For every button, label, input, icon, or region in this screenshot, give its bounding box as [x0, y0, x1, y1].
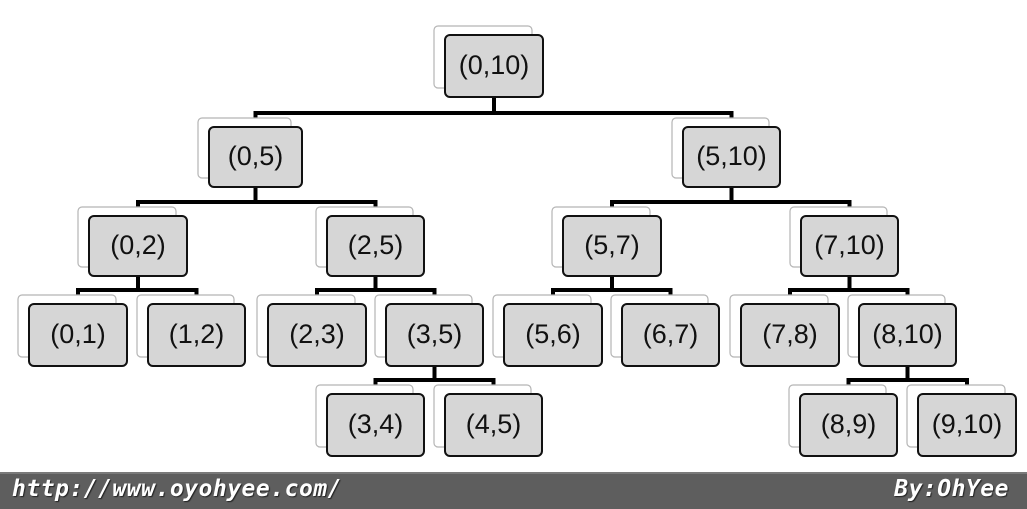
node-box: [28, 303, 128, 367]
node-label: (0,5): [228, 141, 284, 171]
node-box: [326, 215, 425, 277]
tree-node: (9,10): [906, 384, 1017, 457]
node-box: [444, 393, 543, 457]
tree-node: (6,7): [610, 294, 720, 367]
node-box: [503, 303, 603, 367]
tree-node: (8,10): [847, 294, 957, 367]
tree-node: (3,5): [374, 294, 484, 367]
node-label: (7,10): [814, 230, 885, 260]
footer-author: By:OhYee: [894, 476, 1009, 502]
node-label: (2,3): [289, 319, 345, 349]
tree-node: (1,2): [136, 294, 246, 367]
node-label: (1,2): [169, 319, 225, 349]
node-label: (8,10): [872, 319, 943, 349]
node-box: [326, 393, 425, 457]
node-label: (5,7): [584, 230, 640, 260]
tree-node: (0,2): [77, 206, 188, 277]
connector-n0-10: [253, 97, 734, 131]
node-box: [385, 303, 484, 367]
node-box: [682, 126, 781, 188]
node-label: (5,10): [696, 141, 767, 171]
node-label: (2,5): [348, 230, 404, 260]
tree-node: (0,5): [197, 117, 303, 188]
tree-node: (0,1): [17, 294, 128, 367]
node-box: [858, 303, 957, 367]
node-box: [621, 303, 720, 367]
node-label: (6,7): [643, 319, 699, 349]
node-label: (7,8): [762, 319, 818, 349]
node-label: (4,5): [466, 409, 522, 439]
node-box: [799, 393, 898, 457]
tree-node: (5,7): [551, 206, 662, 277]
footer-url[interactable]: http://www.oyohyee.com/: [12, 476, 342, 502]
tree-node: (0,10): [433, 25, 544, 98]
node-box: [88, 215, 188, 277]
tree-node: (3,4): [315, 384, 425, 457]
tree-node: (2,3): [256, 294, 367, 367]
node-label: (5,6): [525, 319, 581, 349]
node-box: [562, 215, 662, 277]
node-box: [740, 303, 840, 367]
node-label: (0,2): [110, 230, 166, 260]
node-box: [917, 393, 1017, 457]
tree-node: (7,10): [789, 206, 899, 277]
node-box: [267, 303, 367, 367]
node-box: [444, 34, 544, 98]
node-box: [147, 303, 246, 367]
tree-node: (8,9): [788, 384, 898, 457]
node-label: (0,10): [459, 50, 530, 80]
tree-node: (2,5): [315, 206, 425, 277]
tree-node: (7,8): [729, 294, 840, 367]
segment-tree-diagram: (0,10) (0,5) (5,10) (0,2) (2,5) (5,7) (7,10) (0…: [17, 25, 1017, 457]
node-label: (0,1): [50, 319, 106, 349]
footer-bar: http://www.oyohyee.com/ By:OhYee: [0, 472, 1027, 509]
tree-node: (4,5): [433, 384, 543, 457]
node-box: [208, 126, 303, 188]
node-box: [800, 215, 899, 277]
node-label: (3,4): [348, 409, 404, 439]
tree-nodes: (0,10) (0,5) (5,10) (0,2) (2,5) (5,7) (7,10) (0…: [17, 25, 1017, 457]
tree-node: (5,10): [671, 117, 781, 188]
node-label: (8,9): [821, 409, 877, 439]
tree-node: (5,6): [492, 294, 603, 367]
node-label: (3,5): [407, 319, 463, 349]
node-label: (9,10): [932, 409, 1003, 439]
